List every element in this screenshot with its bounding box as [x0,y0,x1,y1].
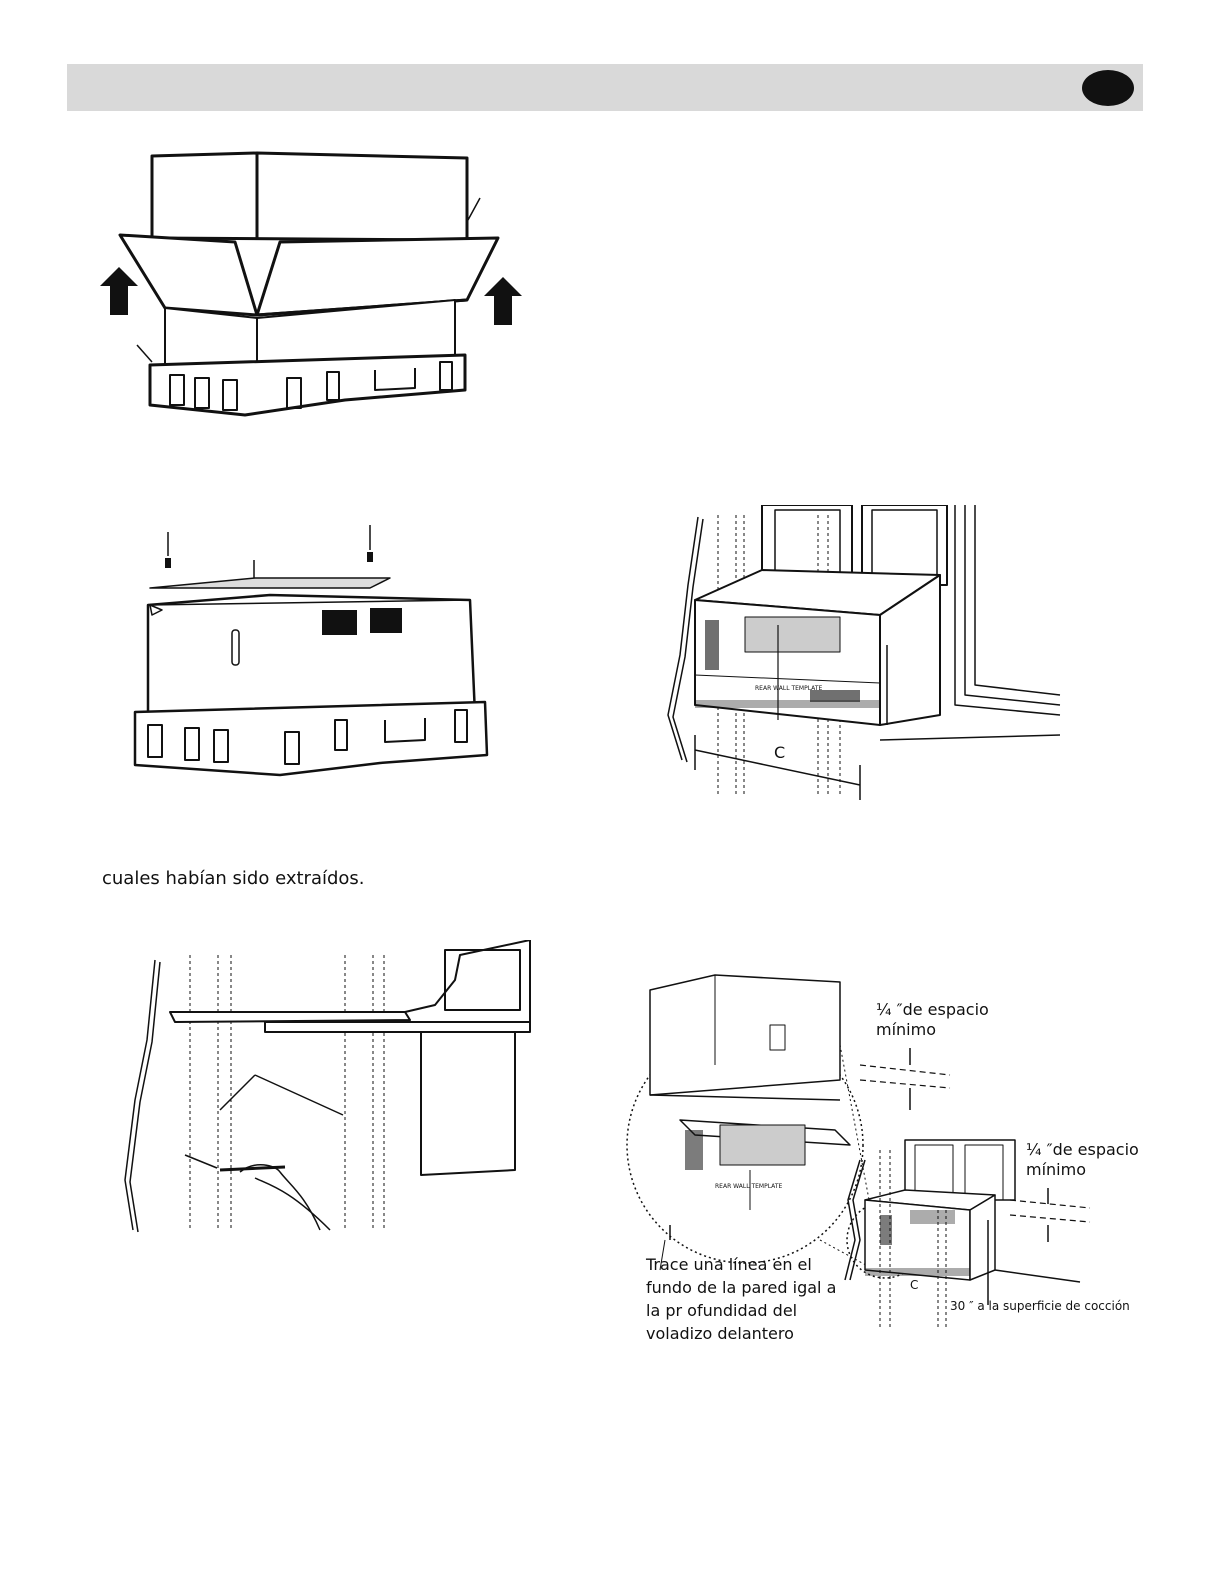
marking-wall-figure [105,940,545,1235]
clearance-label-side: ¼ ″de espacio mínimo [1026,1140,1146,1180]
page-header-bar [67,64,1143,111]
trace-instruction-line-1: Trace una línea en el [646,1255,812,1275]
template-on-box-figure [130,520,500,780]
page-number-badge [1082,70,1134,106]
trace-instruction-line-2: fundo de la pared igal a [646,1278,836,1298]
extraction-note-text: cuales habían sido extraídos. [102,868,365,889]
center-letter-c: C [774,743,785,762]
rear-wall-template-figure: REAR WALL TEMPLATE C [650,505,1065,805]
unpacking-figure [95,150,535,430]
clearance-label-top: ¼ ″de espacio mínimo [876,1000,1016,1040]
clearance-template-caption: REAR WALL TEMPLATE [715,1183,782,1190]
trace-instruction-line-4: voladizo delantero [646,1324,794,1344]
clearance-center-letter: C [910,1278,918,1293]
trace-instruction-line-3: la pr ofundidad del [646,1301,797,1321]
cooking-surface-label: 30 ″ a la superficie de cocción [950,1299,1130,1314]
rear-wall-template-caption: REAR WALL TEMPLATE [755,685,822,692]
